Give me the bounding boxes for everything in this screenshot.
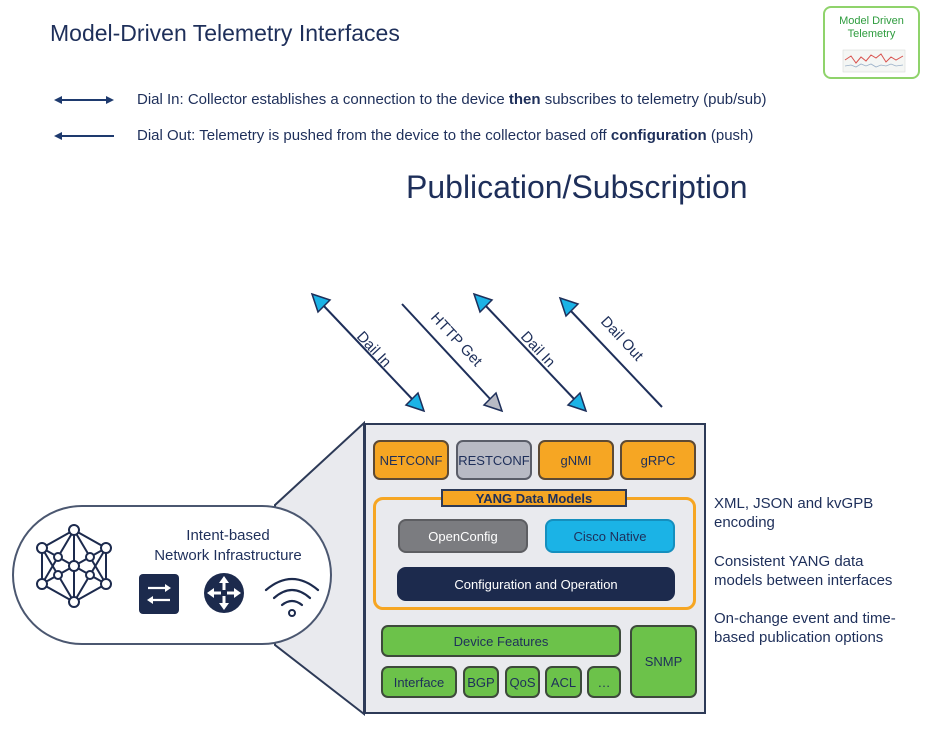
infrastructure-line-1: Intent-based xyxy=(186,527,270,544)
feature-bgp-box: BGP xyxy=(463,666,499,698)
dial-in-arrow-2 xyxy=(472,292,588,413)
section-title: Publication/Subscription xyxy=(406,169,748,205)
side-note-publication-line-1: On-change event and time- xyxy=(714,610,896,627)
openconfig-box: OpenConfig xyxy=(398,519,528,553)
badge-line-2: Telemetry xyxy=(847,28,896,40)
arrow-label-dial-in-1: Dail In xyxy=(353,328,394,371)
side-note-models-line-1: Consistent YANG data xyxy=(714,553,864,570)
feature-qos-box: QoS xyxy=(505,666,540,698)
device-features-box: Device Features xyxy=(381,625,621,657)
yang-data-models-label: YANG Data Models xyxy=(441,489,627,507)
grpc-box: gRPC xyxy=(620,440,696,480)
dial-out-desc-prefix: Dial Out: Telemetry is pushed from the d… xyxy=(137,127,611,144)
page-title: Model-Driven Telemetry Interfaces xyxy=(50,20,400,46)
badge-line-1: Model Driven xyxy=(839,15,904,27)
feature-more-box: … xyxy=(587,666,621,698)
restconf-box: RESTCONF xyxy=(456,440,532,480)
side-note-encoding-line-1: XML, JSON and kvGPB xyxy=(714,495,874,512)
netconf-box: NETCONF xyxy=(373,440,449,480)
dial-out-desc-bold: configuration xyxy=(610,127,707,144)
side-note-publication-line-2: based publication options xyxy=(714,629,884,646)
badge-text: Model Driven Telemetry xyxy=(825,15,918,41)
dial-out-description: Dial Out: Telemetry is pushed from the d… xyxy=(137,127,753,144)
infrastructure-label: Intent-based Network Infrastructure xyxy=(140,526,316,566)
dial-in-desc-prefix: Dial In: Collector establishes a connect… xyxy=(137,91,509,108)
dial-in-desc-suffix: subscribes to telemetry (pub/sub) xyxy=(540,91,767,108)
dial-in-desc-bold: then xyxy=(508,91,541,108)
feature-acl-box: ACL xyxy=(545,666,582,698)
router-icon xyxy=(204,573,244,613)
side-note-encoding: XML, JSON and kvGPB encoding xyxy=(714,494,926,532)
configuration-operation-box: Configuration and Operation xyxy=(397,567,675,601)
side-note-publication-options: On-change event and time- based publicat… xyxy=(714,609,926,647)
side-note-models-line-2: models between interfaces xyxy=(714,572,893,589)
feature-interface-box: Interface xyxy=(381,666,457,698)
snmp-box: SNMP xyxy=(630,625,697,698)
side-note-encoding-line-2: encoding xyxy=(714,514,775,531)
dial-in-description: Dial In: Collector establishes a connect… xyxy=(137,91,766,108)
dial-out-arrow xyxy=(558,296,663,408)
infrastructure-line-2: Network Infrastructure xyxy=(154,547,302,564)
http-get-arrow xyxy=(401,303,504,413)
telemetry-graph-icon xyxy=(842,49,906,73)
side-note-consistent-models: Consistent YANG data models between inte… xyxy=(714,552,926,590)
arrow-label-dial-in-2: Dail In xyxy=(517,328,558,371)
network-mesh-icon xyxy=(36,524,112,608)
dial-in-arrow-1 xyxy=(310,292,426,413)
switch-icon xyxy=(139,574,179,614)
cisco-native-box: Cisco Native xyxy=(545,519,675,553)
wireless-icon xyxy=(264,577,320,617)
arrow-label-dial-out: Dail Out xyxy=(597,313,647,365)
gnmi-box: gNMI xyxy=(538,440,614,480)
dial-out-desc-suffix: (push) xyxy=(706,127,754,144)
model-driven-telemetry-badge: Model Driven Telemetry xyxy=(823,6,920,79)
